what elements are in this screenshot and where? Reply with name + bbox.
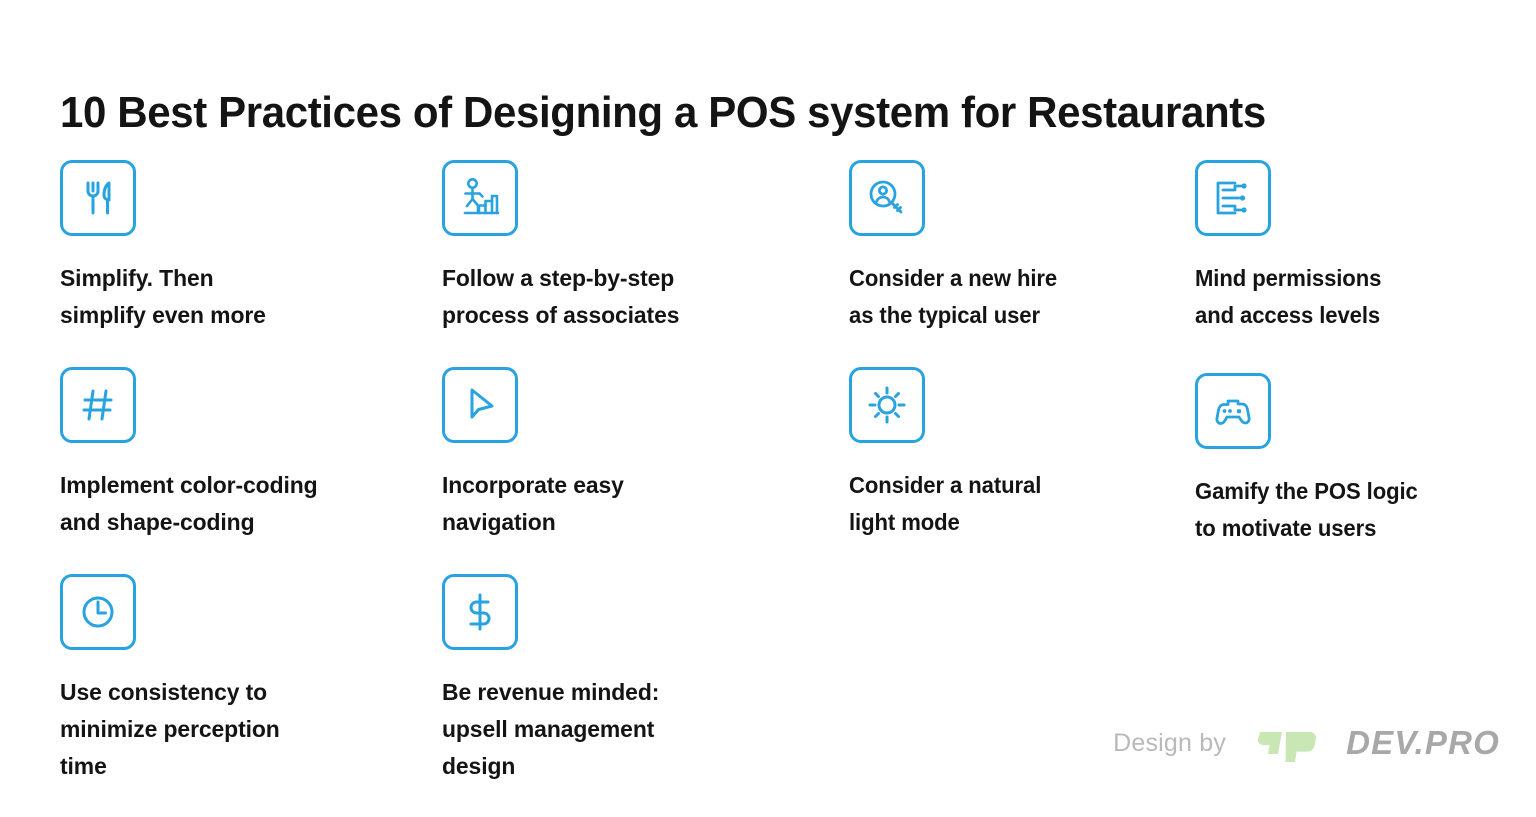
sun-brightness-icon [849,367,925,443]
practice-label: Consider a new hire as the typical user [849,265,1058,328]
practice-label: Use consistency to minimize perception t… [60,679,280,779]
practice-label: Follow a step-by-step process of associa… [442,265,680,328]
design-by-label: Design by [1113,728,1227,757]
practice-card-4: Mind permissions and access levels [1195,160,1536,334]
practices-row: Use consistency to minimize perception t… [0,574,1536,781]
dollar-sign-icon [442,574,518,650]
practices-row: Implement color-coding and shape-coding … [0,367,1536,574]
practice-card-1: Simplify. Then simplify even more [60,160,405,334]
game-controller-icon [1195,373,1271,449]
practice-label: Mind permissions and access levels [1195,265,1382,328]
devpro-wordmark: DEV.PRO [1346,724,1500,761]
practice-label: Gamify the POS logic to motivate users [1195,478,1418,541]
devpro-logo: DEV.PRO [1252,721,1500,765]
practice-label: Be revenue minded: upsell management des… [442,679,660,779]
practices-grid: Simplify. Then simplify even more [0,160,1536,781]
person-climbing-steps-icon [442,160,518,236]
practice-card-10: Be revenue minded: upsell management des… [442,574,787,785]
practice-label: Consider a natural light mode [849,472,1042,535]
page-title: 10 Best Practices of Designing a POS sys… [60,88,1266,138]
circuit-permissions-icon [1195,160,1271,236]
practice-card-5: Implement color-coding and shape-coding [60,367,405,541]
practice-label: Simplify. Then simplify even more [60,265,266,328]
credit-block: Design by DEV.PRO [1113,721,1500,765]
practice-card-3: Consider a new hire as the typical user [849,160,1194,334]
fork-knife-icon [60,160,136,236]
practice-card-9: Use consistency to minimize perception t… [60,574,405,785]
practices-row: Simplify. Then simplify even more [0,160,1536,367]
practice-label: Implement color-coding and shape-coding [60,472,318,535]
practice-card-8: Gamify the POS logic to motivate users [1195,373,1536,547]
cursor-pointer-icon [442,367,518,443]
user-search-magnifier-icon [849,160,925,236]
dp-logo-mark [1258,732,1317,762]
hash-grid-icon [60,367,136,443]
clock-icon [60,574,136,650]
practice-card-2: Follow a step-by-step process of associa… [442,160,787,334]
practice-label: Incorporate easy navigation [442,472,624,535]
practice-card-7: Consider a natural light mode [849,367,1194,541]
practice-card-6: Incorporate easy navigation [442,367,787,541]
